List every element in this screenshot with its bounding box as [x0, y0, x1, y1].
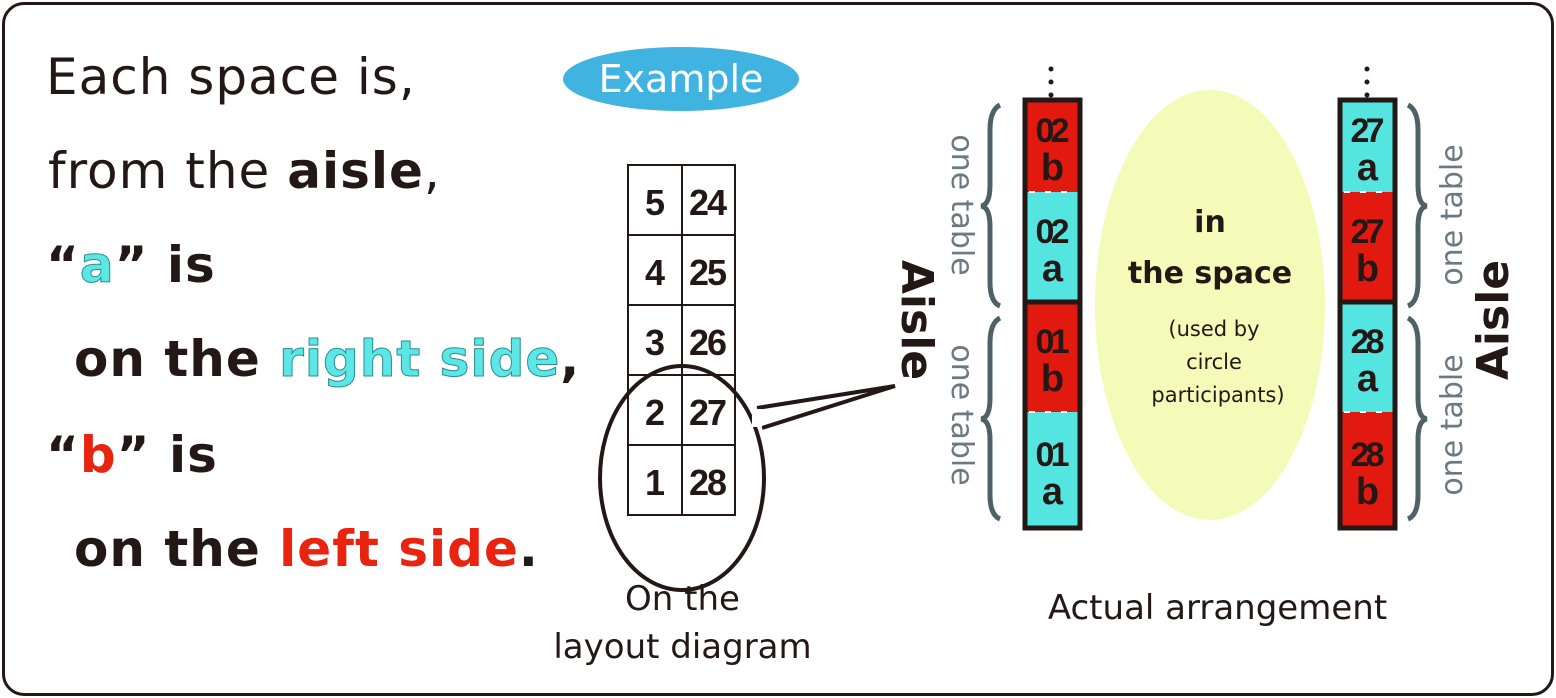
- seat-cell-27a: [1340, 100, 1395, 192]
- quote: “: [46, 426, 80, 484]
- text: on the: [74, 330, 280, 388]
- seat-cell-02a: [1025, 192, 1080, 302]
- grid-number: 3: [645, 322, 665, 363]
- space-note-2: circle: [1186, 350, 1242, 374]
- callout-bubble: [598, 364, 896, 592]
- grid-number: 1: [645, 462, 665, 503]
- b-letter: b: [79, 426, 117, 484]
- left-side-word: left side: [279, 520, 519, 578]
- seat-number: 28: [1351, 323, 1385, 361]
- layout-caption-line-1: On the: [625, 579, 740, 619]
- aisle-word: aisle: [287, 142, 424, 200]
- quote: ”: [116, 426, 151, 484]
- seat-side: a: [1357, 358, 1379, 400]
- intro-text: Each space is,: [46, 48, 416, 106]
- text: is: [148, 236, 216, 294]
- seat-cell-27b: [1340, 192, 1395, 302]
- strip-outline: [1337, 97, 1398, 531]
- grid-number: 26: [689, 322, 727, 363]
- example-label: Example: [598, 57, 764, 101]
- grid-cell: [681, 374, 736, 446]
- seat-cell-02b: [1025, 100, 1080, 192]
- seat-number: 28: [1351, 436, 1385, 474]
- seat-cell-28b: [1340, 412, 1395, 528]
- strip-outline: [1022, 97, 1083, 531]
- seat-number: 01: [1036, 436, 1070, 474]
- one-table-label-right-top: one table: [1435, 144, 1470, 285]
- aisle-label-right: Aisle: [1468, 260, 1519, 380]
- seat-number: 27: [1351, 213, 1385, 251]
- seat-number: 27: [1351, 112, 1385, 150]
- seat-side: a: [1042, 248, 1064, 290]
- space-ellipse: [1095, 90, 1325, 520]
- space-note-1: (used by: [1168, 317, 1259, 341]
- grid-number: 5: [645, 182, 665, 223]
- grid-cell: [681, 164, 736, 236]
- layout-caption-line-2: layout diagram: [553, 627, 812, 667]
- seat-side: a: [1042, 471, 1064, 513]
- space-note-3: participants): [1151, 383, 1284, 407]
- one-table-label-right-bottom: one table: [1435, 354, 1470, 495]
- grid-number: 28: [689, 462, 727, 503]
- grid-number: 2: [645, 392, 665, 433]
- layout-grid: 5 24 4 25 3 26 2 27 1 28: [627, 164, 736, 516]
- grid-cell: [681, 304, 736, 376]
- a-letter: a: [79, 236, 115, 295]
- grid-number: 25: [689, 252, 727, 293]
- layout-caption: On the layout diagram: [550, 575, 815, 671]
- grid-number: 4: [645, 252, 665, 293]
- example-badge: Example: [563, 47, 799, 111]
- text: ,: [560, 330, 581, 388]
- one-table-label-left-top: one table: [944, 134, 979, 275]
- seat-number: 02: [1036, 213, 1070, 251]
- space-title-1: in: [1194, 205, 1226, 240]
- quote: “: [46, 236, 80, 294]
- space-title-2: the space: [1128, 256, 1292, 291]
- aisle-label-left: Aisle: [891, 260, 942, 380]
- text-line-6: on the left side.: [74, 520, 539, 578]
- seat-side: b: [1041, 358, 1064, 400]
- one-table-label-left-bottom: one table: [944, 344, 979, 485]
- seat-side: b: [1041, 147, 1064, 189]
- grid-cell: [627, 234, 683, 306]
- grid-cell: [627, 164, 683, 236]
- right-side-word: right side: [279, 330, 561, 389]
- text: .: [518, 520, 539, 578]
- seat-side: a: [1357, 147, 1379, 189]
- text: on the: [74, 520, 280, 578]
- text-line-2: from the aisle,: [48, 142, 441, 200]
- text: ,: [423, 142, 441, 200]
- quote: ”: [114, 236, 149, 294]
- braces: [980, 102, 1428, 522]
- seat-cell-01a: [1025, 412, 1080, 528]
- text-line-4: on the right side,: [74, 330, 581, 389]
- grid-cell: [627, 444, 683, 516]
- seat-side: b: [1356, 471, 1379, 513]
- seat-number: 02: [1036, 112, 1070, 150]
- text-line-1: Each space is,: [46, 48, 416, 106]
- seat-cell-28a: [1340, 302, 1395, 412]
- text: is: [150, 426, 218, 484]
- ellipsis-dots: [1048, 66, 1370, 98]
- seat-number: 01: [1036, 323, 1070, 361]
- text-line-5: “b” is: [46, 426, 218, 484]
- grid-number: 24: [689, 182, 727, 223]
- grid-cell: [681, 444, 736, 516]
- seat-side: b: [1356, 248, 1379, 290]
- text: from the: [48, 142, 288, 200]
- grid-number: 27: [689, 392, 727, 433]
- seat-cell-01b: [1025, 302, 1080, 412]
- actual-caption: Actual arrangement: [1047, 588, 1388, 628]
- text-line-3: “a” is: [46, 236, 216, 295]
